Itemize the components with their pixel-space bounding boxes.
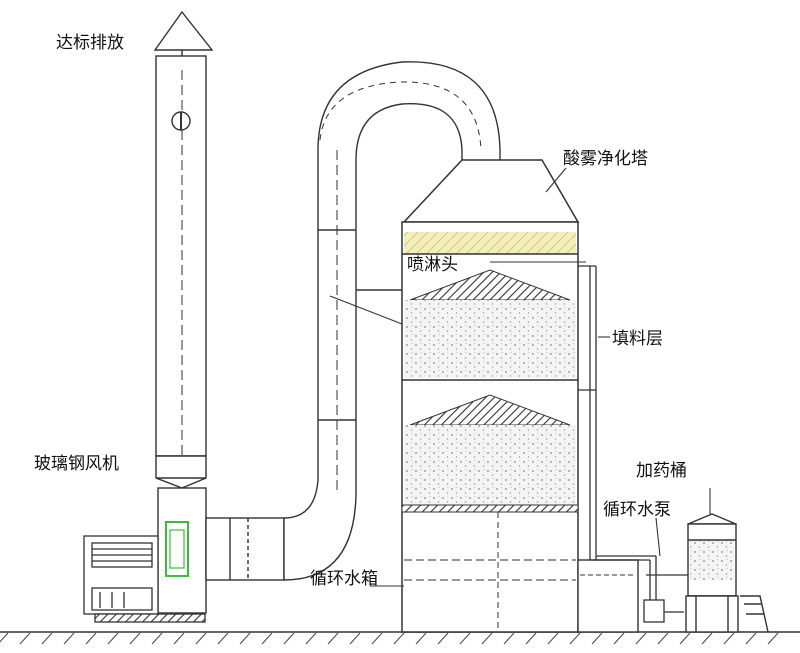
ground-hatch-mark [701,632,713,645]
ground-hatch-mark [195,632,207,645]
label-pump: 循环水泵 [603,500,671,520]
ground-hatch-mark [635,632,647,645]
label-exhaust: 达标排放 [56,33,124,53]
ground-hatch-mark [547,632,559,645]
label-spray-head: 喷淋头 [407,255,458,275]
ground-hatch-mark [459,632,471,645]
label-tower: 酸雾净化塔 [563,149,648,169]
fan-motor [83,521,206,623]
ground-hatch-mark [349,632,361,645]
ground-hatch-mark [151,632,163,645]
ground-hatch-mark [261,632,273,645]
ground-hatch-mark [723,632,735,645]
ground-hatch-mark [107,632,119,645]
ground-hatch-mark [437,632,449,645]
tower [356,159,580,633]
ground-hatch-mark [503,632,515,645]
ground-hatch-mark [767,632,779,645]
ground-hatch-mark [679,632,691,645]
ground-hatch-mark [569,632,581,645]
support-grid [401,504,579,513]
ground-hatch-mark [481,632,493,645]
packing-layer-upper [404,300,576,378]
ground-hatch-mark [0,632,9,643]
ground-hatch-mark [305,632,317,645]
ground-hatch-mark [85,632,97,645]
ground-hatch-mark [525,632,537,645]
ground-hatch-mark [63,632,75,645]
ground-hatch-mark [41,632,53,645]
ground-hatch-mark [591,632,603,645]
tower-hood [402,159,580,223]
ground-hatch-mark [129,632,141,645]
ground-hatch-mark [19,632,31,645]
ground-hatch-mark [657,632,669,645]
ground-hatch-mark [371,632,383,645]
ground-hatch-mark [173,632,185,645]
recirc-pipes [578,265,690,623]
ground-hatch-mark [283,632,295,645]
label-fan: 玻璃钢风机 [34,454,119,474]
dosing-tank [685,513,769,633]
ground-hatch [0,632,779,645]
mist-eliminator [404,232,576,254]
ground [0,631,800,645]
leader-lines [329,167,711,587]
ground-hatch-mark [217,632,229,645]
ground-hatch-mark [745,632,757,645]
label-packing: 填料层 [612,329,663,349]
packing-layer-lower [404,425,576,505]
inlet-duct [205,61,501,581]
ground-hatch-mark [415,632,427,645]
label-dosing-tank: 加药桶 [636,461,687,481]
label-water-tank: 循环水箱 [310,569,378,589]
chimney-cap [153,10,214,51]
fan-impeller-highlight [165,521,189,577]
ground-hatch-mark [613,632,625,645]
ground-hatch-mark [239,632,251,645]
ground-hatch-mark [327,632,339,645]
ground-hatch-mark [393,632,405,645]
water-tank-side [577,559,639,633]
